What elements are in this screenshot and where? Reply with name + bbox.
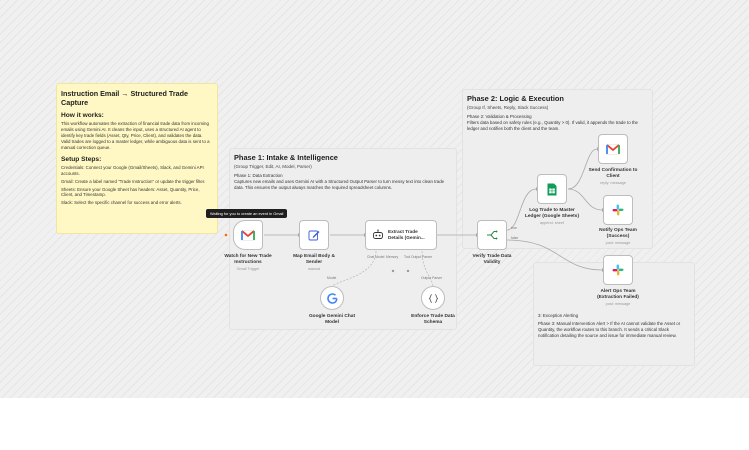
node-label-log: Log Trade to Master Ledger (Google Sheet…	[524, 208, 580, 219]
slack-icon	[612, 204, 624, 216]
setup-step: Sheets: Ensure your Google Sheet has hea…	[61, 186, 200, 198]
phase2-subtitle: (Group If, Sheets, Reply, Slack Success)	[467, 105, 549, 111]
gemini-port-model: Model	[327, 276, 337, 280]
how-it-works-text: This workflow automates the extraction o…	[61, 121, 210, 150]
port-chat-model: Chat Model	[367, 255, 385, 259]
phase2-text: Filters data based on safety rules (e.g.…	[467, 120, 638, 132]
node-gmail-trigger[interactable]	[233, 220, 263, 250]
google-g-icon	[326, 292, 338, 304]
node-slack-success[interactable]	[603, 195, 633, 225]
branch-false-label: false	[511, 236, 519, 240]
node-sub-map: manual	[307, 267, 321, 271]
node-label-extract: Extract Trade Details (Gemin...	[388, 229, 425, 240]
branch-true-label: true	[511, 226, 517, 230]
port-output-parser: Output Parser	[411, 255, 433, 259]
overview-title: Instruction Email → Structured Trade Cap…	[61, 89, 189, 107]
phase2-text-title: Phase 2: Validation & Processing	[467, 114, 532, 120]
phase2-title: Phase 2: Logic & Execution	[467, 94, 564, 103]
setup-step: Slack: Select the specific channel for s…	[61, 200, 182, 206]
edit-pencil-icon	[308, 230, 320, 241]
phase1-text-title: Phase 1: Data Extraction	[234, 173, 283, 179]
node-map-email[interactable]	[299, 220, 329, 250]
sticky-note-overview[interactable]: Instruction Email → Structured Trade Cap…	[56, 83, 218, 234]
node-sheets-log[interactable]	[537, 174, 567, 204]
node-gemini-model[interactable]	[320, 286, 344, 310]
setup-step: Credentials: Connect your Google (Gmail/…	[61, 164, 204, 176]
workflow-canvas[interactable]: Instruction Email → Structured Trade Cap…	[0, 0, 749, 398]
node-label-alert: Alert Ops Team (Extraction Failed)	[597, 289, 639, 300]
node-label-confirm: Send Confirmation to Client	[588, 168, 638, 179]
trigger-lightning-dot	[224, 233, 228, 237]
exception-text: Phase 3: Manual Intervention Alert > If …	[538, 320, 681, 338]
node-label-gemini: Google Gemini Chat Model	[308, 314, 356, 325]
node-label-verify: Verify Trade Data Validity	[472, 254, 512, 265]
node-extract-agent[interactable]: Extract Trade Details (Gemin...	[365, 220, 437, 250]
phase1-subtitle: (Group Trigger, Edit, AI, Model, Parser)	[234, 164, 312, 170]
port-tool: Tool	[404, 255, 411, 259]
node-verify-if[interactable]	[477, 220, 507, 250]
node-gmail-reply[interactable]	[598, 134, 628, 164]
node-sub-watch: Gmail Trigger	[236, 267, 260, 271]
node-label-watch: Watch for New Trade Instructions	[224, 254, 272, 265]
node-sub-notify: post: message	[605, 241, 631, 245]
schema-port-output-parser: Output Parser	[421, 276, 443, 280]
phase1-title: Phase 1: Intake & Intelligence	[234, 153, 338, 162]
how-it-works-heading: How it works:	[61, 112, 104, 119]
node-label-map: Map Email Body & Sender	[293, 254, 335, 265]
phase1-text: Captures new emails and uses Gemini AI w…	[234, 179, 445, 191]
robot-icon	[373, 229, 383, 239]
node-label-notify: Notify Ops Team (Success)	[599, 228, 637, 239]
gmail-icon	[606, 143, 620, 155]
trigger-waiting-tooltip: Waiting for you to create an event in Gm…	[206, 209, 288, 218]
google-sheets-icon	[547, 183, 557, 195]
braces-icon	[428, 293, 438, 303]
gmail-icon	[241, 229, 255, 241]
node-sub-confirm: reply: message	[600, 181, 626, 185]
node-sub-alert: post: message	[605, 302, 631, 306]
branch-split-icon	[487, 230, 498, 240]
exception-title: 3: Exception Alerting	[538, 313, 579, 318]
node-slack-alert[interactable]	[603, 255, 633, 285]
slack-icon	[612, 264, 624, 276]
node-label-schema: Enforce Trade Data Schema	[411, 314, 455, 325]
node-sub-log: append: sheet	[539, 221, 565, 225]
setup-steps-heading: Setup Steps:	[61, 155, 102, 163]
setup-step: Gmail: Create a label named "Trade Instr…	[61, 178, 206, 184]
node-output-parser[interactable]	[421, 286, 445, 310]
port-memory: Memory	[386, 255, 399, 259]
